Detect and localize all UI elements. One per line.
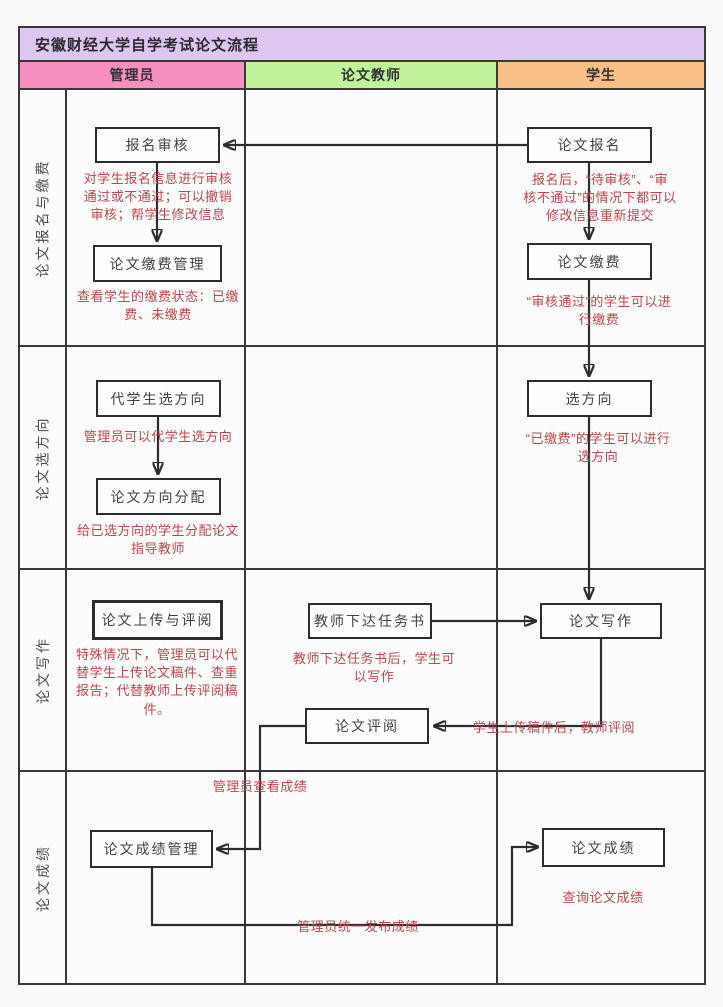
- node-upload-review: 论文上传与评阅: [92, 600, 223, 640]
- note-admin-assign: 给已选方向的学生分配论文 指导教师: [76, 523, 239, 557]
- node-review: 论文评阅: [305, 708, 429, 744]
- node-grade-mgmt: 论文成绩管理: [90, 830, 213, 868]
- grid-line-phase-column: [65, 90, 67, 983]
- lane-header-teacher: 论文教师: [246, 62, 498, 90]
- node-reg-review: 报名审核: [95, 127, 220, 163]
- diagram-title: 安徽财经大学自学考试论文流程: [20, 28, 704, 62]
- node-dir-assign: 论文方向分配: [96, 478, 221, 515]
- node-proxy-dir: 代学生选方向: [96, 380, 221, 417]
- note-student-dir: “已缴费”的学生可以进行 选方向: [525, 431, 671, 465]
- note-admin-review: 对学生报名信息进行审核 通过或不通过；可以撤销 审核；帮学生修改信息: [83, 171, 233, 223]
- grid-line-teacher-student: [496, 90, 498, 983]
- note-grade-publish: 管理员统一发布成绩: [297, 919, 419, 934]
- phase-label-registration: 论文报名与缴费: [34, 158, 51, 277]
- phase-label-direction: 论文选方向: [34, 415, 51, 500]
- node-pay-mgmt: 论文缴费管理: [93, 245, 222, 282]
- note-admin-pay: 查看学生的缴费状态：已缴 费、未缴费: [76, 289, 239, 323]
- grid-line-admin-teacher: [244, 90, 246, 983]
- node-thesis-pay: 论文缴费: [527, 243, 652, 280]
- lane-teacher-label: 论文教师: [341, 67, 401, 83]
- note-student-grade: 查询论文成绩: [562, 890, 644, 905]
- lane-student-label: 学生: [586, 67, 616, 83]
- node-grade: 论文成绩: [542, 828, 665, 867]
- note-student-pay: “审核通过”的学生可以进 行缴费: [526, 294, 672, 328]
- note-teacher-review: 学生上传稿件后，教师评阅: [472, 720, 635, 735]
- grid-line-row3: [20, 770, 704, 772]
- grid-line-row1: [20, 345, 704, 347]
- diagram-title-text: 安徽财经大学自学考试论文流程: [35, 36, 260, 54]
- note-teacher-task: 教师下达任务书后，学生可 以写作: [292, 651, 455, 685]
- lane-admin-label: 管理员: [109, 67, 155, 83]
- grid-line-row2: [20, 568, 704, 570]
- lane-header-student: 学生: [498, 62, 704, 90]
- note-grade-view: 管理员查看成绩: [212, 779, 308, 794]
- node-writing: 论文写作: [540, 603, 662, 639]
- node-thesis-reg: 论文报名: [527, 127, 652, 163]
- phase-label-grade: 论文成绩: [34, 843, 51, 912]
- node-task-book: 教师下达任务书: [308, 603, 432, 639]
- node-select-dir: 选方向: [527, 380, 652, 417]
- lane-header-admin: 管理员: [20, 62, 246, 90]
- phase-label-writing: 论文写作: [34, 636, 51, 704]
- note-admin-proxy: 管理员可以代学生选方向: [83, 429, 233, 444]
- note-student-reg: 报名后，“待审核”、“审 核不通过”的情况下都可以 修改信息重新提交: [523, 172, 677, 224]
- note-admin-upload: 特殊情况下，管理员可以代 替学生上传论文稿件、查重 报告；代替教师上传评阅稿 件…: [75, 647, 238, 717]
